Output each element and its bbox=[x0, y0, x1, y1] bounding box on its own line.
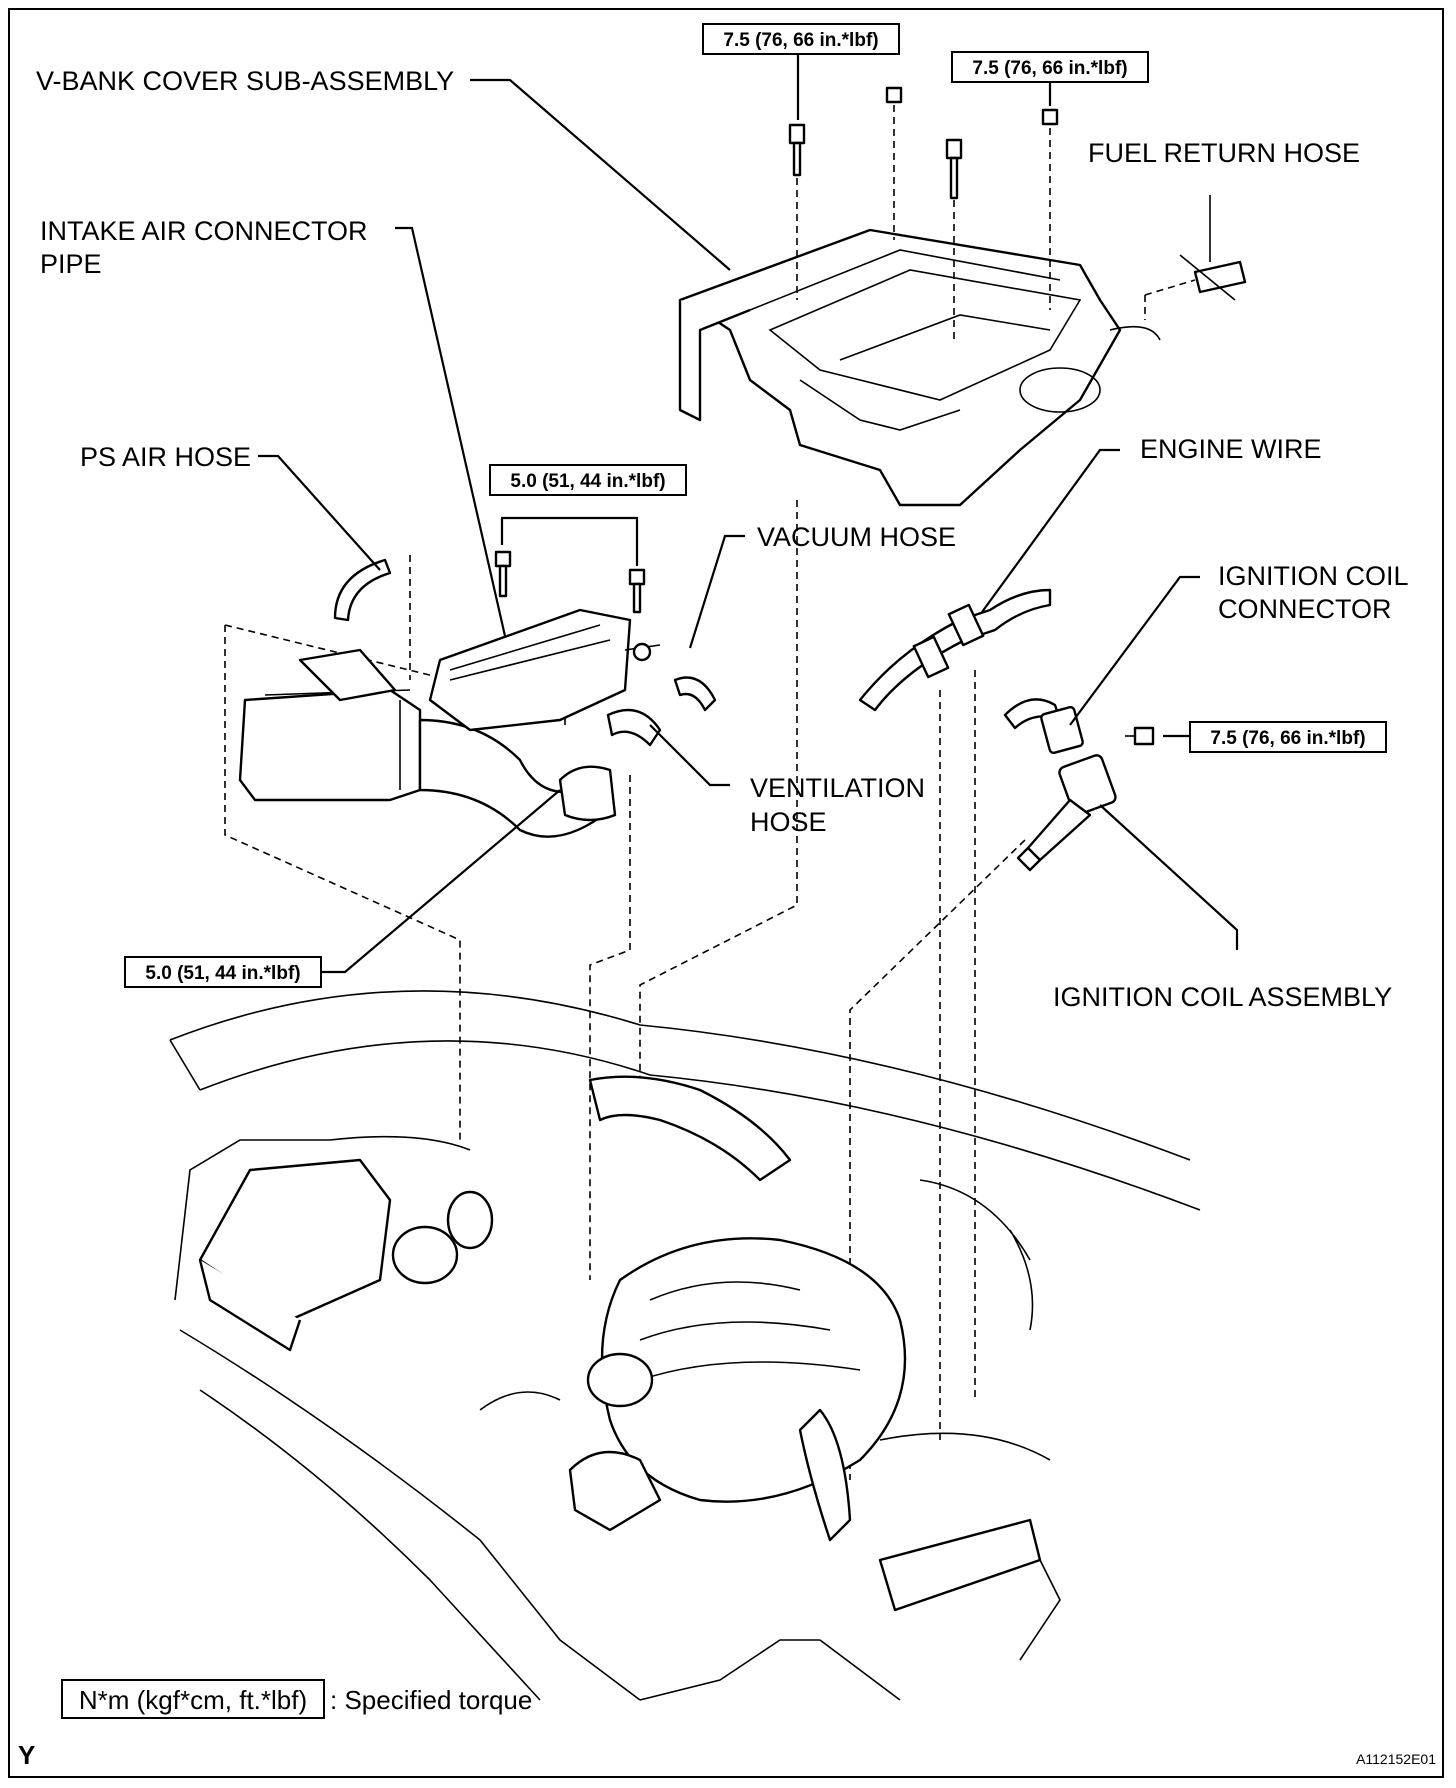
label-fuel-return-hose: FUEL RETURN HOSE bbox=[1088, 138, 1360, 168]
torque-legend: N*m (kgf*cm, ft.*lbf) : Specified torque bbox=[61, 1679, 532, 1719]
label-vacuum-hose: VACUUM HOSE bbox=[757, 522, 956, 552]
torque-text-cover-left: 7.5 (76, 66 in.*lbf) bbox=[723, 30, 878, 51]
label-engine-wire: ENGINE WIRE bbox=[1140, 434, 1322, 464]
v-bank-cover bbox=[678, 228, 1161, 507]
ps-air-hose bbox=[333, 558, 392, 622]
torque-box-intake-pipe: 5.0 (51, 44 in.*lbf) bbox=[489, 464, 687, 496]
legend-description: : Specified torque bbox=[330, 1685, 532, 1715]
label-ignition-coil-connector-line1: IGNITION COIL bbox=[1218, 561, 1409, 591]
engine-bay bbox=[169, 990, 1201, 1701]
figure-code: A112152E01 bbox=[1356, 1751, 1436, 1767]
fuel-return-hose bbox=[1179, 195, 1247, 301]
vacuum-hose bbox=[673, 676, 717, 712]
ventilation-hose bbox=[606, 708, 662, 747]
label-intake-air-connector-line2: PIPE bbox=[40, 249, 102, 279]
label-v-bank-cover: V-BANK COVER SUB-ASSEMBLY bbox=[36, 66, 454, 96]
torque-box-cover-left: 7.5 (76, 66 in.*lbf) bbox=[702, 23, 900, 55]
label-intake-air-connector-line1: INTAKE AIR CONNECTOR bbox=[40, 216, 368, 246]
label-ventilation-hose-line2: HOSE bbox=[750, 807, 827, 837]
torque-box-cover-right: 7.5 (76, 66 in.*lbf) bbox=[951, 51, 1149, 83]
cover-bolts bbox=[788, 86, 1059, 200]
torque-text-intake-clamp: 5.0 (51, 44 in.*lbf) bbox=[145, 963, 300, 984]
engine-wire bbox=[858, 588, 1052, 712]
intake-pipe-bolts bbox=[494, 550, 646, 614]
diagram-frame bbox=[8, 8, 1444, 1778]
ignition-coil-connector bbox=[1003, 698, 1084, 755]
torque-text-ignition-coil: 7.5 (76, 66 in.*lbf) bbox=[1210, 728, 1365, 749]
ignition-coil-assembly bbox=[1016, 726, 1155, 872]
torque-box-ignition-coil: 7.5 (76, 66 in.*lbf) bbox=[1189, 721, 1387, 753]
label-ps-air-hose: PS AIR HOSE bbox=[80, 442, 251, 472]
torque-box-intake-clamp: 5.0 (51, 44 in.*lbf) bbox=[124, 956, 322, 988]
label-ventilation-hose-line1: VENTILATION bbox=[750, 773, 925, 803]
corner-mark: Y bbox=[18, 1740, 35, 1770]
label-ignition-coil-assembly: IGNITION COIL ASSEMBLY bbox=[1053, 982, 1392, 1012]
legend-unit-box: N*m (kgf*cm, ft.*lbf) bbox=[79, 1685, 307, 1715]
intake-air-connector-pipe bbox=[238, 608, 661, 838]
label-ignition-coil-connector-line2: CONNECTOR bbox=[1218, 594, 1392, 624]
torque-text-intake-pipe: 5.0 (51, 44 in.*lbf) bbox=[510, 471, 665, 492]
torque-text-cover-right: 7.5 (76, 66 in.*lbf) bbox=[972, 58, 1127, 79]
leader-lines bbox=[258, 54, 1239, 974]
